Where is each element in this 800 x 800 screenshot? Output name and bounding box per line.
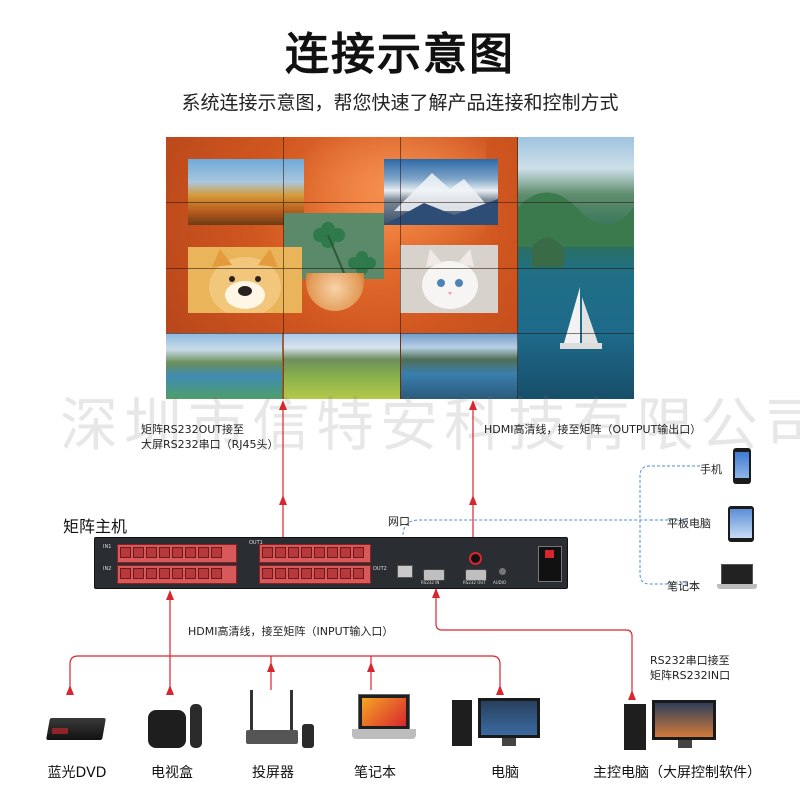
hdmi-port[interactable] xyxy=(146,568,157,579)
wall-image-cat xyxy=(400,245,498,313)
hdmi-out-jack[interactable] xyxy=(469,552,482,565)
hdmi-port[interactable] xyxy=(120,547,131,558)
hdmi-port[interactable] xyxy=(301,568,312,579)
input-device-label-computer: 电脑 xyxy=(491,765,519,781)
page-title: 连接示意图 xyxy=(285,29,515,80)
rs232-pc-line xyxy=(435,588,633,700)
hdmi-port[interactable] xyxy=(198,547,209,558)
wall-image-lake xyxy=(166,333,282,399)
tv-box-icon xyxy=(148,704,204,748)
network-port-label: 网口 xyxy=(388,515,410,528)
network-port[interactable] xyxy=(397,565,413,578)
rs232-pc-label-line2: 矩阵RS232IN口 xyxy=(650,669,731,682)
port-grid xyxy=(94,537,566,587)
hdmi-port[interactable] xyxy=(314,547,325,558)
rs232-out-port[interactable] xyxy=(465,569,487,581)
hdmi-output-arrow xyxy=(469,400,477,410)
out2-label: OUT2 xyxy=(373,566,387,572)
hdmi-port[interactable] xyxy=(262,547,273,558)
hdmi-port[interactable] xyxy=(120,568,131,579)
watermark: 深圳市信特安科技有限公司 xyxy=(60,391,800,459)
input-device-label-tvbox: 电视盒 xyxy=(151,765,193,781)
video-wall xyxy=(166,137,634,399)
laptop-icon xyxy=(717,564,757,590)
tablet-icon xyxy=(728,506,754,542)
hdmi-port[interactable] xyxy=(327,547,338,558)
input-device-label-dvd: 蓝光DVD xyxy=(47,765,107,781)
bluray-dvd-icon xyxy=(44,712,108,742)
hdmi-port[interactable] xyxy=(159,568,170,579)
hdmi-port[interactable] xyxy=(314,568,325,579)
hdmi-output-label: HDMI高清线，接至矩阵（OUTPUT输出口） xyxy=(484,423,702,436)
hdmi-port[interactable] xyxy=(185,568,196,579)
hdmi-port[interactable] xyxy=(340,547,351,558)
hdmi-port[interactable] xyxy=(185,547,196,558)
rs232-in-port[interactable] xyxy=(423,569,445,581)
rs232-wall-arrow xyxy=(279,400,287,410)
rs232-wall-label-line2: 大屏RS232串口（RJ45头） xyxy=(141,438,279,451)
in1-label: IN1 xyxy=(103,544,112,550)
phone-icon xyxy=(733,448,751,484)
hdmi-port[interactable] xyxy=(275,568,286,579)
hdmi-port[interactable] xyxy=(211,568,222,579)
hdmi-port[interactable] xyxy=(133,547,144,558)
hdmi-input-bus xyxy=(69,655,501,690)
control-pc-label: 主控电脑（大屏控制软件） xyxy=(593,765,761,781)
wall-image-mountain xyxy=(384,159,498,225)
hdmi-port[interactable] xyxy=(301,547,312,558)
in2-label: IN2 xyxy=(103,566,112,572)
wall-image-meadow xyxy=(283,333,400,399)
hdmi-port[interactable] xyxy=(327,568,338,579)
hdmi-port[interactable] xyxy=(353,547,364,558)
rs232-in-label: RS232 IN xyxy=(421,580,440,585)
wall-image-coast xyxy=(401,333,518,399)
hdmi-input-label: HDMI高清线，接至矩阵（INPUT输入口） xyxy=(188,625,394,638)
hdmi-port[interactable] xyxy=(275,547,286,558)
hdmi-port[interactable] xyxy=(288,547,299,558)
hdmi-port[interactable] xyxy=(262,568,273,579)
laptop-icon xyxy=(352,694,416,744)
hdmi-port[interactable] xyxy=(146,547,157,558)
audio-jack[interactable] xyxy=(499,568,506,575)
hdmi-port[interactable] xyxy=(353,568,364,579)
hdmi-port[interactable] xyxy=(198,568,209,579)
input-device-label-laptop: 笔记本 xyxy=(354,765,396,781)
network-line xyxy=(402,519,650,565)
network-device-label-laptop: 笔记本 xyxy=(667,580,700,593)
out1-label: OUT1 xyxy=(249,540,263,546)
hdmi-port[interactable] xyxy=(172,547,183,558)
control-pc-icon xyxy=(624,700,720,752)
hdmi-port[interactable] xyxy=(340,568,351,579)
input-device-label-caster: 投屏器 xyxy=(252,765,294,781)
screen-caster-icon xyxy=(246,690,316,752)
desktop-computer-icon xyxy=(452,698,544,750)
rs232-wall-label-line1: 矩阵RS232OUT接至 xyxy=(141,423,245,436)
audio-label: AUDIO xyxy=(493,580,507,585)
network-device-label-phone: 手机 xyxy=(700,463,722,476)
hdmi-port[interactable] xyxy=(211,547,222,558)
hdmi-port[interactable] xyxy=(288,568,299,579)
matrix-host-label: 矩阵主机 xyxy=(63,517,128,536)
rs232-pc-label-line1: RS232串口接至 xyxy=(650,654,730,667)
hdmi-port[interactable] xyxy=(133,568,144,579)
power-socket[interactable] xyxy=(538,546,562,582)
network-device-label-tablet: 平板电脑 xyxy=(667,517,711,530)
hdmi-port[interactable] xyxy=(159,547,170,558)
page-subtitle: 系统连接示意图，帮您快速了解产品连接和控制方式 xyxy=(181,92,619,114)
rs232-out-label: RS232 OUT xyxy=(463,580,486,585)
hdmi-port[interactable] xyxy=(172,568,183,579)
